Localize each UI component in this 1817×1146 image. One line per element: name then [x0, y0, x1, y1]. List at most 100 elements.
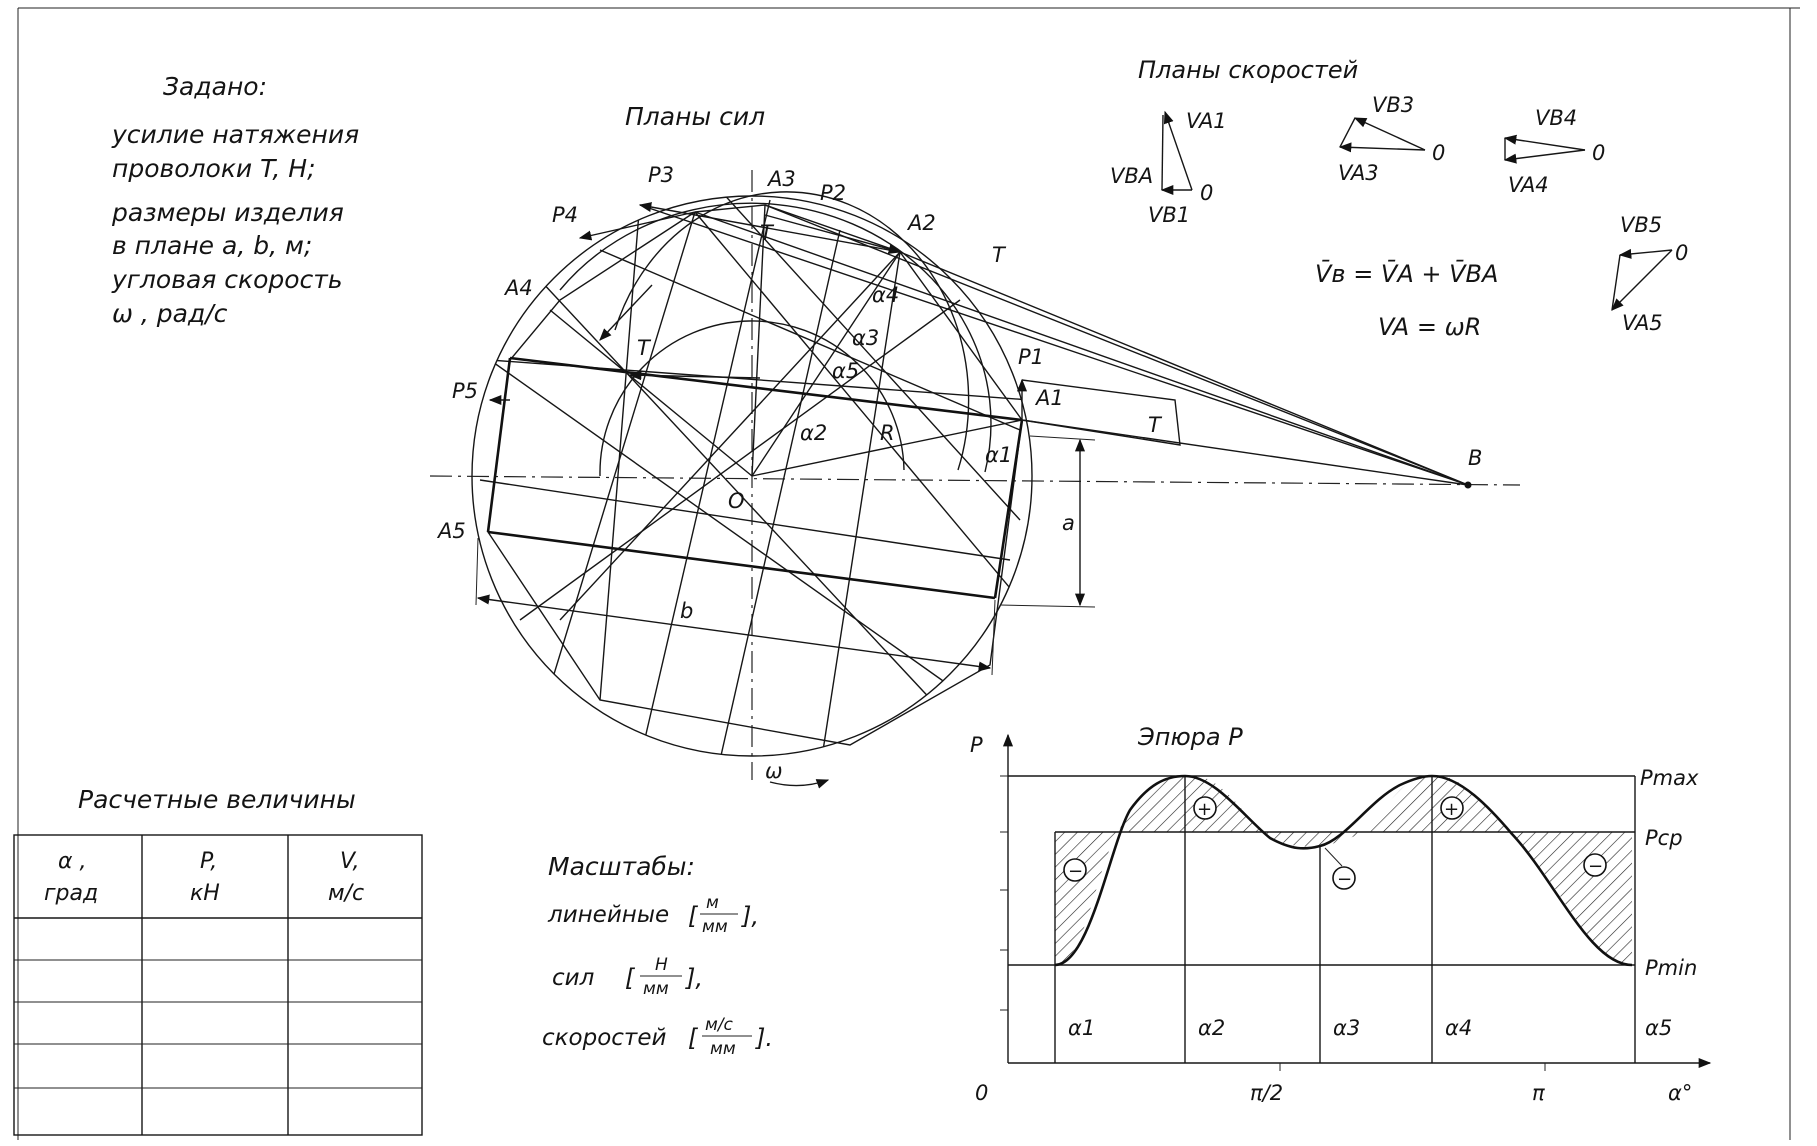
given-block: Задано: усилие натяжения проволоки T, H;…: [111, 72, 359, 328]
epure-x-label: α°: [1668, 1081, 1692, 1105]
svg-text:+: +: [1444, 799, 1459, 820]
given-heading: Задано:: [163, 72, 267, 101]
velocity-formula-2: VA = ωR: [1378, 313, 1481, 341]
svg-text:[: [: [625, 964, 636, 992]
wire-a1-b: [1021, 419, 1469, 486]
label-pmax: Pmax: [1640, 766, 1699, 790]
given-line-5: угловая скорость: [111, 265, 343, 294]
label-a2: A2: [906, 211, 936, 235]
svg-text:],: ],: [741, 902, 759, 930]
force-p4: [578, 211, 696, 241]
label-vb3: VB3: [1372, 93, 1414, 117]
segment-label-1: α1: [1068, 1016, 1095, 1040]
wire-a3-b: [764, 204, 1469, 486]
label-pcp: Pср: [1645, 826, 1683, 850]
computed-title: Расчетные величины: [78, 785, 356, 814]
header-alpha-unit: град: [44, 881, 98, 906]
label-a5: A5: [436, 519, 466, 543]
epure-p-curve: [1054, 774, 1633, 967]
label-va1: VA1: [1186, 109, 1227, 133]
velocity-plan-4: VB5 VA5 0: [1611, 213, 1688, 335]
svg-text:].: ].: [755, 1024, 773, 1052]
label-alpha4: α4: [872, 283, 899, 307]
product-edge-left: [486, 357, 512, 533]
label-alpha1: α1: [985, 443, 1012, 467]
force-t-diagonal: [599, 284, 653, 341]
product-edge-right: [993, 419, 1024, 599]
inner-arc-1: [599, 320, 905, 477]
label-omega: ω: [765, 759, 783, 783]
label-b: B: [1468, 446, 1482, 470]
sign-minus-2: −: [1324, 847, 1356, 890]
label-p5: P5: [452, 379, 478, 403]
svg-text:−: −: [1588, 856, 1603, 877]
scale-forces-label: сил: [552, 965, 595, 991]
inscribed-polygon: [487, 204, 1023, 746]
label-p4: P4: [552, 203, 578, 227]
label-vb5: VB5: [1620, 213, 1662, 237]
label-a1: A1: [1034, 386, 1064, 410]
sign-minus-1: −: [1063, 858, 1087, 882]
product-edge-top: [509, 356, 1023, 422]
segment-label-3: α3: [1333, 1016, 1360, 1040]
label-va3: VA3: [1338, 161, 1379, 185]
scale-linear-label: линейные: [547, 902, 669, 928]
svg-text:[: [: [688, 902, 699, 930]
scale-linear-num: м: [706, 893, 719, 913]
velocity-plans-title: Планы скоростей: [1138, 56, 1358, 84]
svg-text:−: −: [1068, 861, 1083, 882]
radius-to-a3: [751, 204, 766, 477]
wire-p3-b: [694, 211, 1469, 486]
label-vb4: VB4: [1535, 106, 1577, 130]
force-t-top: [764, 214, 902, 254]
force-plans-diagram: Планы сил: [429, 102, 1521, 789]
hatch-minus-2: [1262, 832, 1362, 847]
sign-plus-1: +: [1193, 796, 1217, 820]
label-t-2: T: [992, 243, 1007, 267]
label-a-dim: a: [1062, 511, 1075, 535]
force-t-left: [628, 370, 761, 381]
header-alpha-sym: α ,: [58, 849, 87, 874]
label-a3: A3: [766, 167, 796, 191]
velocity-plan-1: VA1 VBA VB1 0: [1110, 109, 1227, 227]
header-v-unit: м/с: [328, 881, 364, 906]
hatch-plus-1: [1118, 776, 1262, 832]
force-p3: [638, 202, 901, 253]
velocity-plan-2: VB3 VA3 0: [1338, 93, 1445, 185]
epure-y-label: P: [970, 733, 983, 757]
label-o2: 0: [1432, 141, 1445, 165]
svg-text:+: +: [1197, 799, 1212, 820]
epure-title: Эпюра P: [1137, 723, 1243, 751]
header-p-sym: P,: [200, 849, 217, 874]
label-vb1: VB1: [1148, 203, 1190, 227]
velocity-formula-1: V̄в = V̄A + V̄BA: [1315, 259, 1498, 288]
radius-to-a2: [751, 251, 901, 477]
velocity-plans: Планы скоростей VA1 VBA VB1 0 VB3 VA3 0 …: [1110, 56, 1688, 341]
svg-text:−: −: [1337, 869, 1352, 890]
svg-text:[: [: [688, 1024, 699, 1052]
sign-minus-3: −: [1583, 853, 1607, 877]
tick-half-pi: π/2: [1250, 1081, 1283, 1105]
scale-speeds-label: скоростей: [542, 1025, 666, 1051]
segment-label-5: α5: [1645, 1016, 1672, 1040]
label-t-4: T: [1148, 413, 1163, 437]
product-edge-bottom: [487, 530, 996, 600]
label-va5: VA5: [1622, 311, 1663, 335]
scale-speeds-num: м/с: [705, 1015, 734, 1035]
label-alpha5: α5: [832, 359, 859, 383]
label-o: O: [728, 489, 745, 513]
tick-pi: π: [1532, 1081, 1545, 1105]
epure-origin: 0: [975, 1081, 988, 1105]
svg-text:],: ],: [685, 964, 703, 992]
omega-direction-arrow: [769, 779, 830, 789]
inner-arc-2: [614, 191, 970, 471]
label-t-1: T: [760, 221, 775, 245]
force-plans-title: Планы сил: [625, 102, 765, 131]
label-alpha3: α3: [852, 326, 879, 350]
scale-linear-den: мм: [702, 917, 728, 937]
segment-label-4: α4: [1445, 1016, 1472, 1040]
sheet-frame: [17, 7, 1800, 1140]
label-vba: VBA: [1110, 164, 1153, 188]
label-o4: 0: [1675, 241, 1688, 265]
inner-arc-3: [559, 202, 992, 473]
